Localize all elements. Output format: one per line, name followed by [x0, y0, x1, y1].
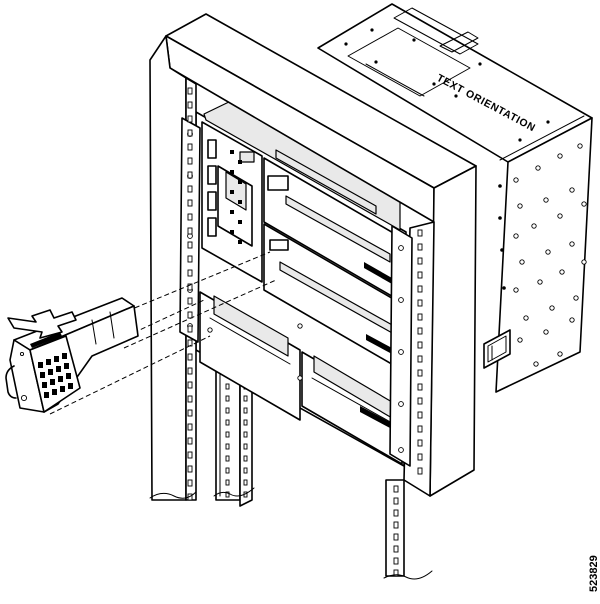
rack-frame: [149, 13, 477, 580]
chassis-handle: [483, 329, 511, 369]
chassis-vent-holes: [498, 143, 587, 367]
figure-id: 523829: [588, 555, 600, 592]
chassis-side-face: [495, 117, 593, 393]
rack-post-holes: [187, 87, 423, 577]
chassis-body: [317, 3, 593, 393]
insertion-guides: [31, 251, 277, 415]
power-supply-module: [5, 297, 139, 413]
psu-handle: [5, 365, 17, 399]
removal-arrow: [7, 309, 77, 339]
right-mounting-ear: [389, 225, 413, 467]
psu-front-face: [9, 339, 45, 413]
rack-right-post: [429, 165, 477, 497]
rack-rear-posts: [215, 353, 253, 507]
psu-vents: [38, 353, 73, 398]
